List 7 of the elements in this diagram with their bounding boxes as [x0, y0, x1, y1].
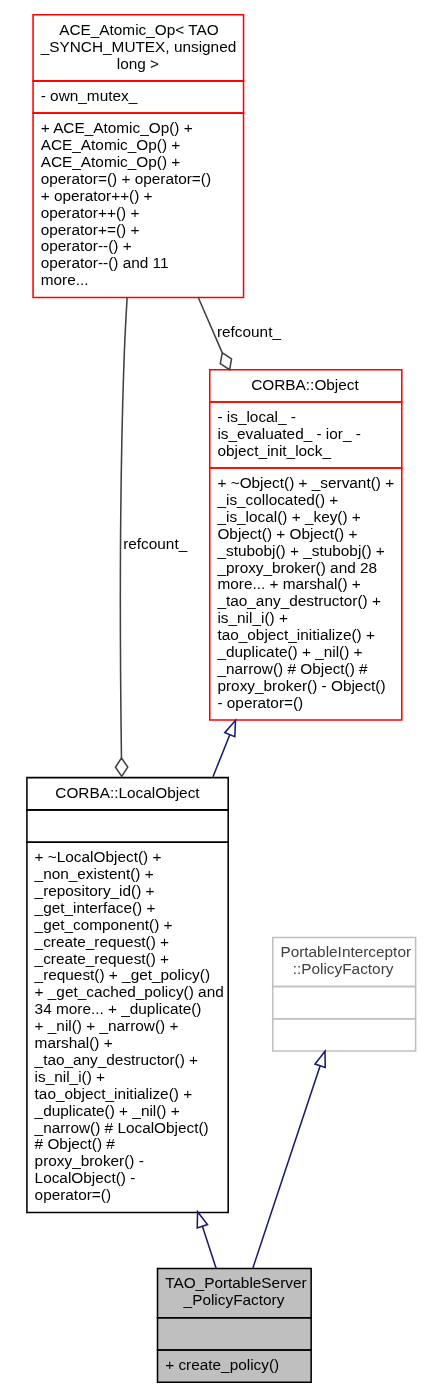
arrow [251, 1048, 326, 1269]
connector [197, 297, 232, 371]
arrow [195, 1209, 217, 1269]
edge-label: refcount_ [216, 323, 281, 341]
arrow [211, 718, 236, 778]
edge-label: refcount_ [122, 534, 187, 552]
connector [114, 297, 129, 778]
